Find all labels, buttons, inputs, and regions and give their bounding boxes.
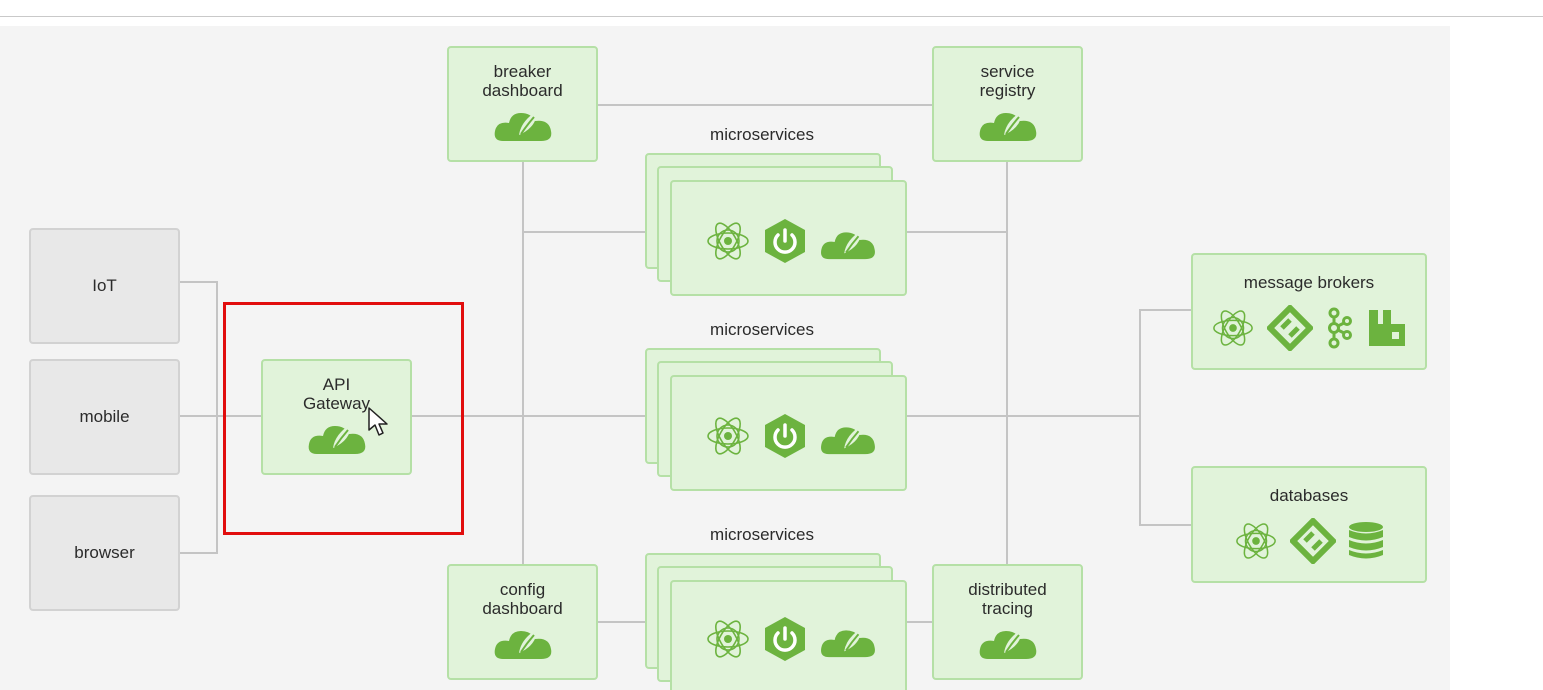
microservice-icons bbox=[705, 412, 877, 460]
top-divider bbox=[0, 16, 1543, 17]
microservices-stack-bottom[interactable] bbox=[645, 553, 907, 690]
microservices-stack-top[interactable] bbox=[645, 153, 907, 298]
breaker-label-line1: breaker bbox=[493, 62, 552, 81]
client-mobile[interactable]: mobile bbox=[29, 359, 180, 475]
client-mobile-label: mobile bbox=[79, 407, 130, 426]
tracing-label-line2: tracing bbox=[981, 599, 1034, 618]
mouse-cursor-icon bbox=[368, 407, 388, 436]
breaker-dashboard-box[interactable]: breaker dashboard bbox=[447, 46, 598, 162]
message-brokers-box[interactable]: message brokers bbox=[1191, 253, 1427, 370]
leaf-cloud-icon bbox=[821, 628, 875, 658]
atom-icon bbox=[707, 417, 749, 455]
leaf-cloud-icon bbox=[821, 425, 875, 455]
atom-icon bbox=[1236, 523, 1276, 559]
microservices-bottom-label: microservices bbox=[710, 525, 814, 544]
microservices-top-label: microservices bbox=[710, 125, 814, 144]
registry-label-line1: service bbox=[980, 62, 1035, 81]
database-icon bbox=[1349, 522, 1383, 559]
databases-label: databases bbox=[1269, 486, 1349, 505]
leaf-cloud-icon bbox=[493, 619, 553, 666]
microservices-middle-label: microservices bbox=[710, 320, 814, 339]
microservice-icons bbox=[705, 217, 877, 265]
tracing-label-line1: distributed bbox=[968, 580, 1047, 599]
config-label-line1: config bbox=[499, 580, 546, 599]
config-dashboard-box[interactable]: config dashboard bbox=[447, 564, 598, 680]
kafka-icon bbox=[1328, 307, 1352, 349]
message-brokers-label: message brokers bbox=[1243, 273, 1375, 292]
power-hexagon-icon bbox=[765, 414, 805, 458]
atom-icon bbox=[707, 222, 749, 260]
leaf-cloud-icon bbox=[493, 101, 553, 148]
client-iot[interactable]: IoT bbox=[29, 228, 180, 344]
microservices-stack-middle[interactable] bbox=[645, 348, 907, 493]
broker-icons bbox=[1193, 305, 1425, 351]
api-gateway-label-line1: API bbox=[322, 375, 351, 394]
client-browser-label: browser bbox=[74, 543, 135, 562]
atom-icon bbox=[707, 620, 749, 658]
leaf-cloud-icon bbox=[821, 230, 875, 260]
client-iot-label: IoT bbox=[92, 276, 117, 295]
api-gateway-box[interactable]: API Gateway bbox=[261, 359, 412, 475]
distributed-tracing-box[interactable]: distributed tracing bbox=[932, 564, 1083, 680]
power-hexagon-icon bbox=[765, 219, 805, 263]
client-browser[interactable]: browser bbox=[29, 495, 180, 611]
leaf-cloud-icon bbox=[978, 619, 1038, 666]
atom-icon bbox=[1213, 310, 1253, 346]
databases-box[interactable]: databases bbox=[1191, 466, 1427, 583]
registry-label-line2: registry bbox=[979, 81, 1036, 100]
rabbitmq-icon bbox=[1369, 310, 1405, 346]
database-icons bbox=[1193, 518, 1425, 564]
microservice-icons bbox=[705, 615, 877, 663]
power-hexagon-icon bbox=[765, 617, 805, 661]
api-gateway-label-line2: Gateway bbox=[302, 394, 371, 413]
selection-highlight bbox=[223, 302, 464, 535]
config-label-line2: dashboard bbox=[482, 599, 563, 618]
leaf-cloud-icon bbox=[307, 414, 367, 461]
breaker-label-line2: dashboard bbox=[482, 81, 563, 100]
leaf-cloud-icon bbox=[978, 101, 1038, 148]
diamond-link-icon bbox=[1290, 518, 1336, 564]
service-registry-box[interactable]: service registry bbox=[932, 46, 1083, 162]
diamond-link-icon bbox=[1267, 305, 1313, 351]
